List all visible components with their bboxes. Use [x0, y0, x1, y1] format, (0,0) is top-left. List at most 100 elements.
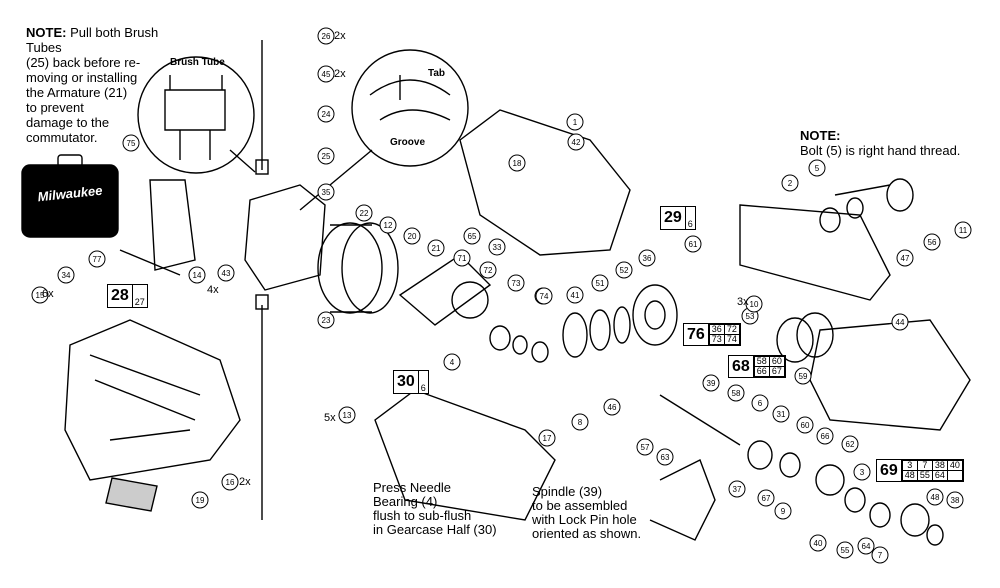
balloon-label: 39 [707, 379, 716, 388]
brush-tube-callout: Brush Tube [170, 57, 225, 68]
assembly-box-28: 28 27 [107, 284, 148, 308]
balloon-circle [338, 406, 356, 424]
part-balloon-64: 64 [857, 537, 875, 555]
part-balloon-22: 22 [355, 204, 373, 222]
instruction-line: Spindle (39) [532, 484, 603, 499]
balloon-circle [853, 463, 871, 481]
instruction-line: Bearing (4) [373, 494, 438, 509]
balloon-circle [757, 489, 775, 507]
tab-groove-detail-circle [351, 49, 469, 167]
qty-16: 2x [239, 476, 251, 488]
kit-part: 7 [916, 460, 933, 471]
part-balloon-19: 19 [191, 491, 209, 509]
balloon-label: 14 [193, 271, 202, 280]
part-balloon-39: 39 [702, 374, 720, 392]
part-balloon-15: 15 [31, 286, 49, 304]
balloon-circle [488, 238, 506, 256]
balloon-circle [535, 287, 553, 305]
balloon-circle [636, 438, 654, 456]
balloon-circle [317, 147, 335, 165]
balloon-label: 53 [746, 312, 755, 321]
part-balloon-26: 26 [317, 27, 335, 45]
part-balloon-12: 12 [379, 216, 397, 234]
part-balloon-7: 7 [871, 546, 889, 564]
part-balloon-20: 20 [403, 227, 421, 245]
balloon-circle [191, 491, 209, 509]
balloon-circle [954, 221, 972, 239]
balloon-circle [638, 249, 656, 267]
balloon-label: 8 [578, 418, 583, 427]
part-balloon-61: 61 [684, 235, 702, 253]
part-balloon-16: 16 [221, 473, 239, 491]
part-balloon-58: 58 [727, 384, 745, 402]
part-balloon-74: 74 [535, 287, 553, 305]
balloon-circle [427, 239, 445, 257]
part-balloon-75: 75 [122, 134, 140, 152]
balloon-label: 26 [322, 32, 331, 41]
balloon-circle [379, 216, 397, 234]
qty-15: 6x [42, 288, 54, 300]
balloon-label: 3 [860, 468, 865, 477]
kit-number: 68 [729, 356, 754, 377]
part-balloon-33: 33 [488, 238, 506, 256]
part-balloon-73: 73 [507, 274, 525, 292]
balloon-circle [745, 295, 763, 313]
balloon-label: 65 [468, 232, 477, 241]
balloon-label: 34 [62, 271, 71, 280]
balloon-label: 51 [596, 279, 605, 288]
balloon-label: 16 [226, 478, 235, 487]
kit-part: 58 [753, 356, 770, 367]
balloon-label: 52 [620, 266, 629, 275]
part-balloon-24: 24 [317, 105, 335, 123]
part-balloon-1: 1 [566, 113, 584, 131]
balloon-label: 75 [127, 139, 136, 148]
part-balloon-13: 13 [338, 406, 356, 424]
part-balloon-3: 3 [853, 463, 871, 481]
note-line: to prevent [26, 100, 84, 115]
note-label: NOTE: [800, 128, 841, 143]
instruction-line: oriented as shown. [532, 526, 642, 541]
balloon-circle [891, 313, 909, 331]
balloon-label: 41 [571, 291, 580, 300]
part-balloon-51: 51 [591, 274, 609, 292]
balloon-circle [507, 274, 525, 292]
balloon-circle [479, 261, 497, 279]
balloon-label: 33 [493, 243, 502, 252]
balloon-label: 9 [781, 507, 786, 516]
part-balloon-41: 41 [566, 286, 584, 304]
part-balloon-36: 36 [638, 249, 656, 267]
balloon-circle [727, 384, 745, 402]
part-balloon-9: 9 [774, 502, 792, 520]
balloon-circle [566, 286, 584, 304]
balloon-label: 2 [788, 179, 793, 188]
balloon-label: 25 [322, 152, 331, 161]
assembly-box-30: 30 6 [393, 370, 429, 394]
part-balloon-47: 47 [896, 249, 914, 267]
tab-callout: Tab [428, 68, 446, 79]
part-balloon-67: 67 [757, 489, 775, 507]
balloon-label: 12 [384, 221, 393, 230]
balloon-circle [88, 250, 106, 268]
balloon-circle [841, 435, 859, 453]
balloon-label: 19 [196, 496, 205, 505]
part-balloon-18: 18 [508, 154, 526, 172]
part-balloon-17: 17 [538, 429, 556, 447]
qty-10: 3x [737, 296, 749, 308]
part-balloon-38: 38 [946, 491, 964, 509]
balloon-label: 48 [931, 493, 940, 502]
qty-26: 2x [334, 30, 346, 42]
part-balloon-5: 5 [808, 159, 826, 177]
part-balloon-46: 46 [603, 398, 621, 416]
balloon-label: 37 [733, 485, 742, 494]
brush-tube-note: NOTE: Pull both Brush Tubes (25) back be… [26, 25, 186, 145]
balloon-circle [857, 537, 875, 555]
balloon-circle [946, 491, 964, 509]
assembly-number: 29 [664, 209, 682, 226]
balloon-circle [774, 502, 792, 520]
balloon-label: 55 [841, 546, 850, 555]
balloon-circle [728, 480, 746, 498]
part-balloon-11: 11 [954, 221, 972, 239]
